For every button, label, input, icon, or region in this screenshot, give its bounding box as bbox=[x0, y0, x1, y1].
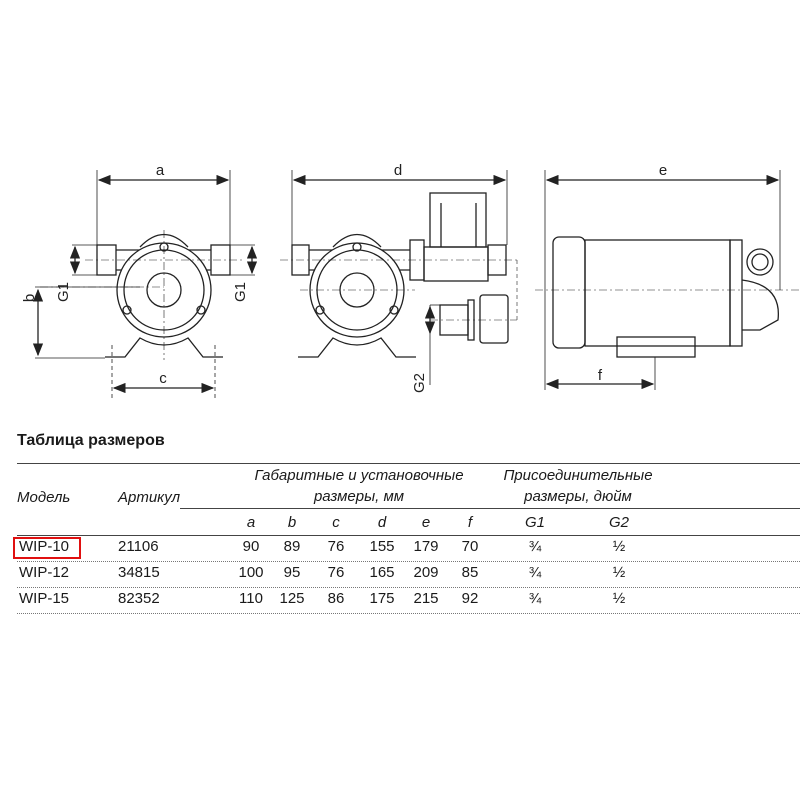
subheader-g2: G2 bbox=[608, 514, 630, 531]
label-g1-left: G1 bbox=[55, 282, 72, 302]
cell-g2: ½ bbox=[612, 538, 626, 555]
label-d: d bbox=[394, 162, 402, 179]
label-f: f bbox=[598, 367, 603, 384]
cell-g1: ¾ bbox=[528, 590, 542, 607]
cell-e: 209 bbox=[413, 564, 439, 581]
cell-f: 70 bbox=[461, 538, 479, 555]
cell-b: 125 bbox=[279, 590, 305, 607]
cell-model: WIP-15 bbox=[19, 590, 70, 607]
motor-side-view bbox=[535, 170, 800, 390]
dimension-labels: a d e c f b G1 G1 G2 bbox=[21, 162, 667, 393]
pump-dimension-drawing: a d e c f b G1 G1 G2 bbox=[21, 162, 800, 398]
cell-g2: ½ bbox=[612, 564, 626, 581]
front-view bbox=[32, 170, 258, 398]
cell-f: 92 bbox=[461, 590, 479, 607]
label-b: b bbox=[21, 294, 38, 302]
header-dims-line1: Габаритные и установочные bbox=[254, 467, 464, 484]
subheader-f: f bbox=[467, 514, 473, 531]
cell-article: 34815 bbox=[118, 564, 160, 581]
subheader-c: c bbox=[332, 514, 340, 531]
cell-b: 89 bbox=[283, 538, 301, 555]
cell-e: 179 bbox=[413, 538, 439, 555]
label-g1-right: G1 bbox=[232, 282, 249, 302]
header-conn-line2: размеры, дюйм bbox=[524, 488, 632, 505]
cell-article: 82352 bbox=[118, 590, 160, 607]
cell-c: 76 bbox=[327, 564, 345, 581]
cell-a: 100 bbox=[238, 564, 264, 581]
label-e: e bbox=[659, 162, 667, 179]
cell-f: 85 bbox=[461, 564, 479, 581]
header-dims-line2: размеры, мм bbox=[313, 488, 405, 505]
header-conn-line1: Присоединительные bbox=[503, 467, 653, 484]
cell-a: 110 bbox=[239, 590, 263, 607]
cell-d: 175 bbox=[369, 590, 395, 607]
subheader-a: a bbox=[246, 514, 256, 531]
subheader-g1: G1 bbox=[524, 514, 546, 531]
cell-article: 21106 bbox=[118, 538, 159, 555]
subheader-e: e bbox=[421, 514, 431, 531]
label-g2: G2 bbox=[411, 373, 428, 393]
cell-c: 86 bbox=[327, 590, 345, 607]
cell-b: 95 bbox=[283, 564, 301, 581]
cell-g1: ¾ bbox=[528, 538, 542, 555]
subheader-b: b bbox=[287, 514, 297, 531]
cell-g2: ½ bbox=[612, 590, 626, 607]
subheader-d: d bbox=[377, 514, 387, 531]
cell-c: 76 bbox=[327, 538, 345, 555]
label-a: a bbox=[156, 162, 165, 179]
cell-d: 155 bbox=[369, 538, 395, 555]
header-article: Артикул bbox=[118, 489, 181, 506]
cell-a: 90 bbox=[242, 538, 260, 555]
cell-e: 215 bbox=[413, 590, 439, 607]
label-c: c bbox=[159, 370, 167, 387]
table-title: Таблица размеров bbox=[17, 432, 165, 449]
header-model: Модель bbox=[17, 489, 71, 506]
cell-model: WIP-10 bbox=[19, 538, 70, 555]
highlight-box-wip-10 bbox=[13, 537, 81, 559]
cell-g1: ¾ bbox=[528, 564, 542, 581]
cell-d: 165 bbox=[369, 564, 395, 581]
cell-model: WIP-12 bbox=[19, 564, 70, 581]
side-view-with-connector bbox=[280, 170, 518, 385]
